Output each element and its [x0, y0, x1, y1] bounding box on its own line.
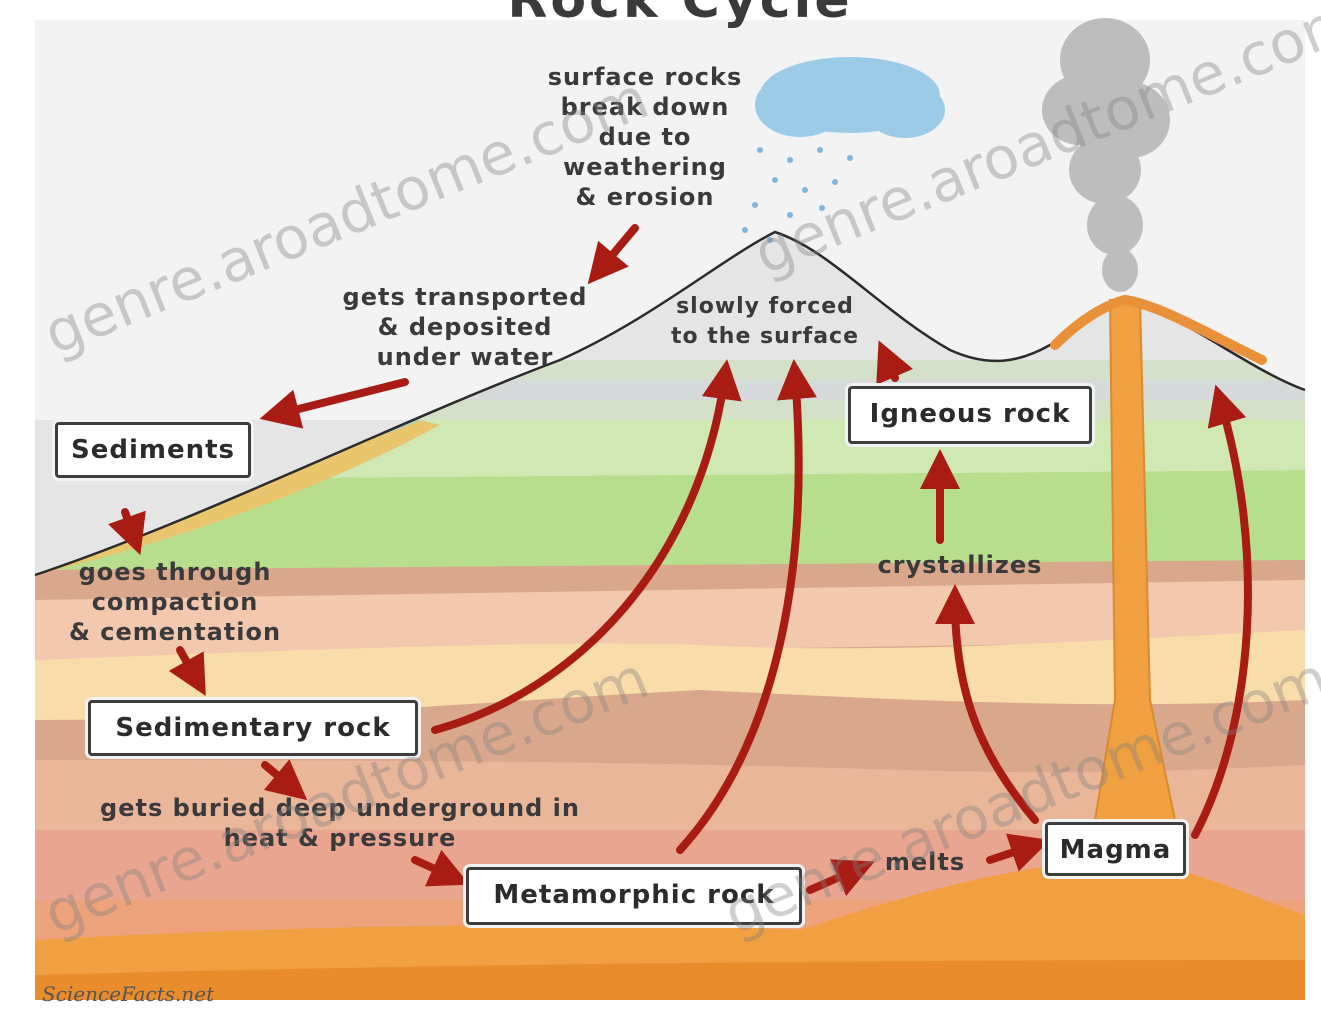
label-transported: gets transported & deposited under water	[320, 282, 610, 372]
label-crystallizes: crystallizes	[860, 550, 1060, 580]
box-sedimentary-rock: Sedimentary rock	[88, 700, 418, 756]
diagram-title: Rock Cycle	[470, 0, 890, 30]
label-compaction: goes through compaction & cementation	[55, 557, 295, 647]
box-magma: Magma	[1045, 822, 1186, 876]
box-sediments: Sediments	[55, 422, 251, 478]
sciencefacts-logo: ScienceFacts.net	[42, 982, 214, 1006]
label-forced: slowly forced to the surface	[655, 292, 875, 352]
box-igneous-rock: Igneous rock	[848, 386, 1092, 444]
